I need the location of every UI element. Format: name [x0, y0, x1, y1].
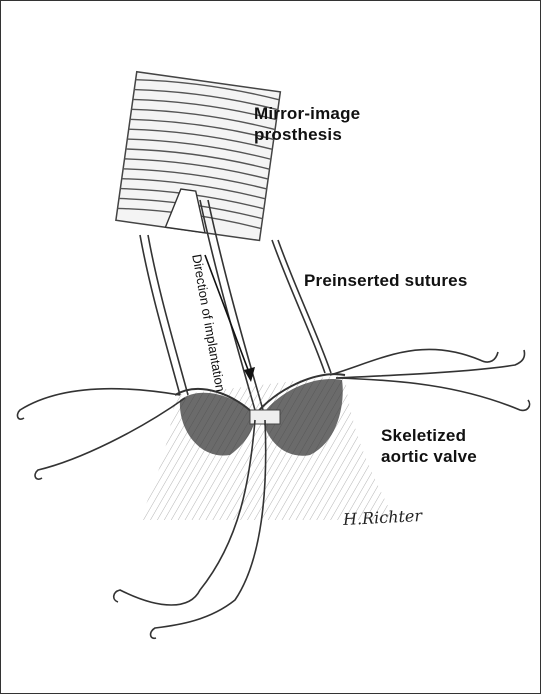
mirror-prosthesis-label: Mirror-image prosthesis — [254, 103, 360, 145]
mirror-label-line1: Mirror-image — [254, 103, 360, 124]
mirror-label-line2: prosthesis — [254, 124, 360, 145]
valve-label-line1: Skeletized — [381, 425, 477, 446]
preinserted-sutures-label: Preinserted sutures — [304, 270, 467, 291]
aortic-root — [140, 374, 395, 520]
valve-label-line2: aortic valve — [381, 446, 477, 467]
skeletized-valve-label: Skeletized aortic valve — [381, 425, 477, 467]
prosthesis-graft — [116, 72, 280, 241]
